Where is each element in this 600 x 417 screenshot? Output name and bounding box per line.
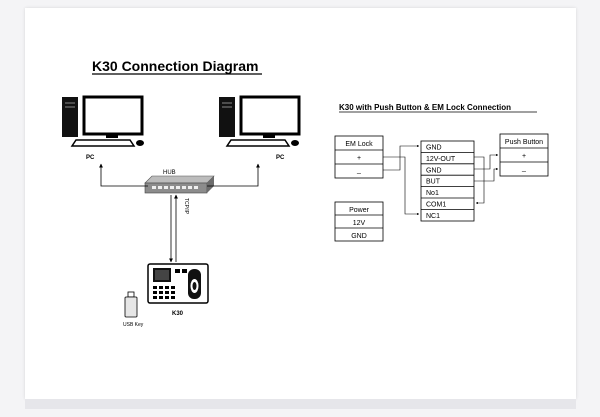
wiring-subtitle: K30 with Push Button & EM Lock Connectio… — [339, 103, 511, 112]
k30-device: K30 — [147, 263, 209, 317]
pc-left-mouse-icon — [136, 140, 144, 146]
terminal-12v-out: 12V-OUT — [426, 156, 456, 163]
terminal-no1: No1 — [426, 190, 439, 197]
usb-key-label: USB Key — [123, 322, 144, 328]
pc-left-label: PC — [86, 155, 95, 161]
push-button-plus: + — [522, 153, 526, 160]
pc-right-label: PC — [276, 155, 285, 161]
hub: HUB — [144, 170, 215, 194]
power-gnd: GND — [351, 233, 367, 240]
wire-gnd-push-plus — [474, 153, 499, 170]
em-lock-minus: _ — [356, 167, 361, 174]
terminal-gnd-1: GND — [426, 145, 442, 152]
push-button-box: Push Button + _ — [499, 133, 549, 177]
wire-but-push-minus — [474, 167, 499, 182]
pc-left-keyboard-icon — [70, 139, 136, 147]
em-lock-plus: + — [357, 155, 361, 162]
em-lock-header: EM Lock — [345, 141, 373, 148]
pc-right-keyboard-icon — [225, 139, 291, 147]
em-lock-box: EM Lock + _ — [334, 135, 384, 179]
hub-label: HUB — [163, 170, 176, 176]
terminal-block: GND 12V-OUT GND BUT No1 COM1 NC1 — [420, 140, 475, 222]
push-button-header: Push Button — [505, 139, 543, 146]
wire-emlock-plus-nc1 — [383, 156, 420, 216]
push-button-minus: _ — [521, 165, 526, 172]
wire-12v-out-com1 — [474, 156, 485, 205]
pc-left: PC — [62, 95, 144, 161]
pc-right-monitor-icon — [239, 95, 301, 136]
power-12v: 12V — [353, 220, 366, 227]
terminal-gnd-2: GND — [426, 167, 442, 174]
page-bottom-band — [25, 399, 576, 409]
terminal-com1: COM1 — [426, 202, 446, 209]
terminal-nc1: NC1 — [426, 213, 440, 220]
terminal-but: BUT — [426, 179, 441, 186]
k30-label: K30 — [172, 311, 184, 317]
pc-right-mouse-icon — [291, 140, 299, 146]
hub-to-left-pc-line — [99, 163, 148, 187]
wire-emlock-minus-gnd — [383, 144, 420, 171]
diagram-title: K30 Connection Diagram — [92, 58, 258, 74]
hub-to-right-pc-line — [207, 163, 260, 187]
usb-key-icon — [124, 296, 138, 318]
pc-right: PC — [219, 95, 301, 161]
diagram-page — [25, 8, 576, 399]
usb-key: USB Key — [123, 291, 144, 328]
pc-left-monitor-icon — [82, 95, 144, 136]
tcpip-label: TCP/IP — [183, 198, 189, 215]
power-box: Power 12V GND — [334, 201, 384, 242]
power-header: Power — [349, 207, 370, 214]
